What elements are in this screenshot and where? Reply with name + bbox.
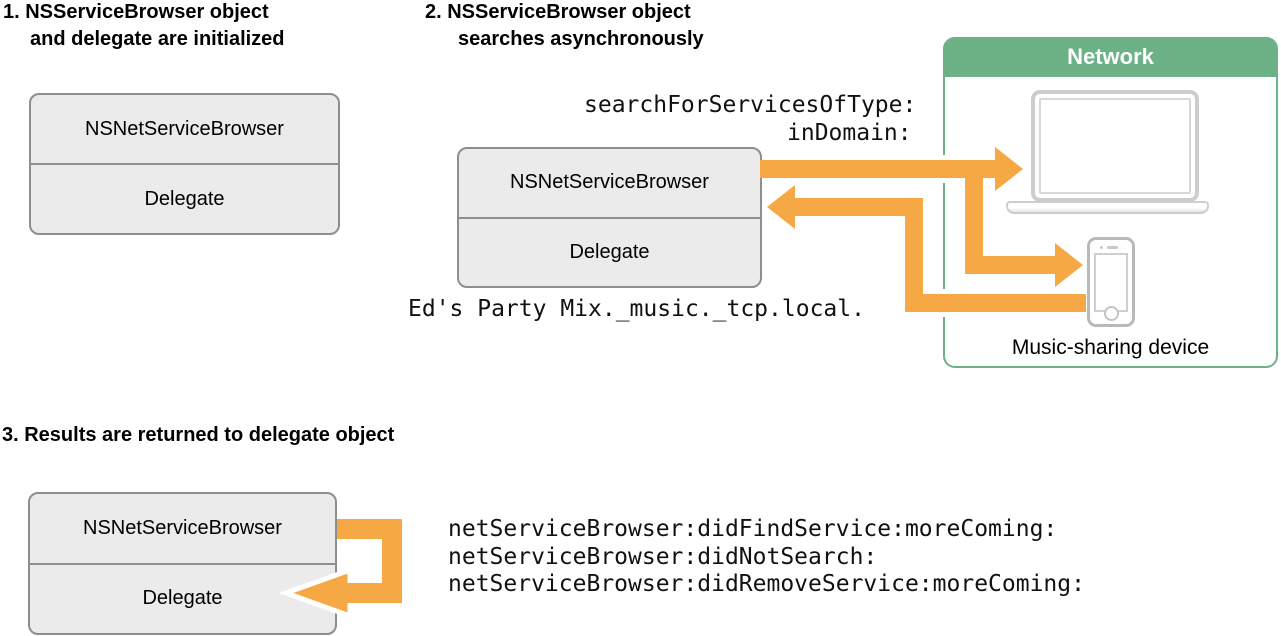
phone-speaker-dash [1107,246,1118,249]
phone-home-button [1103,306,1119,321]
network-panel-header: Network [943,37,1278,77]
search-method-line1: searchForServicesOfType: [584,92,917,118]
step2-box-delegate-label: Delegate [459,216,760,287]
step1-heading: 1. NSServiceBrowser object and delegate … [3,0,285,53]
callback-method-1: netServiceBrowser:didFindService:moreCom… [448,516,1058,542]
phone-camera-dot [1100,246,1103,249]
step2-heading: 2. NSServiceBrowser object searches asyn… [425,0,704,53]
step3-box-browser-label: NSNetServiceBrowser [83,516,282,539]
network-title: Network [1067,44,1154,69]
laptop-screen-inner [1039,98,1191,194]
laptop-icon [1031,90,1199,202]
step1-box-browser-label: NSNetServiceBrowser [85,117,284,140]
step3-heading: 3. Results are returned to delegate obje… [2,422,394,449]
step3-heading-line: 3. Results are returned to delegate obje… [2,424,395,446]
step1-box-delegate-label: Delegate [31,163,338,233]
network-panel: Network Music-sharing device [943,37,1278,368]
step2-heading-line2: searches asynchronously [458,28,704,50]
smartphone-icon [1087,237,1135,327]
phone-screen [1094,253,1128,312]
step3-box-delegate-label: Delegate [30,562,335,634]
step2-browser-delegate-box: NSNetServiceBrowser Delegate [457,147,762,288]
step2-box-browser-label: NSNetServiceBrowser [510,171,709,194]
callback-method-2: netServiceBrowser:didNotSearch: [448,543,878,570]
search-method-line2: inDomain: [787,120,912,146]
step1-heading-line1: 1. NSServiceBrowser object [3,1,269,23]
music-sharing-device-label: Music-sharing device [1011,336,1210,359]
laptop-base [1006,201,1209,214]
search-method-call-label: searchForServicesOfType: inDomain: [584,91,916,147]
step1-heading-line2: and delegate are initialized [30,28,285,50]
step1-browser-delegate-box: NSNetServiceBrowser Delegate [29,93,340,235]
callback-methods-list: netServiceBrowser:didFindService:moreCom… [448,516,1085,599]
service-name-label: Ed's Party Mix._music._tcp.local. [408,296,865,322]
step3-browser-delegate-box: NSNetServiceBrowser Delegate [28,492,337,635]
step2-heading-line1: 2. NSServiceBrowser object [425,1,691,23]
callback-method-3: netServiceBrowser:didRemoveService:moreC… [448,571,1085,597]
